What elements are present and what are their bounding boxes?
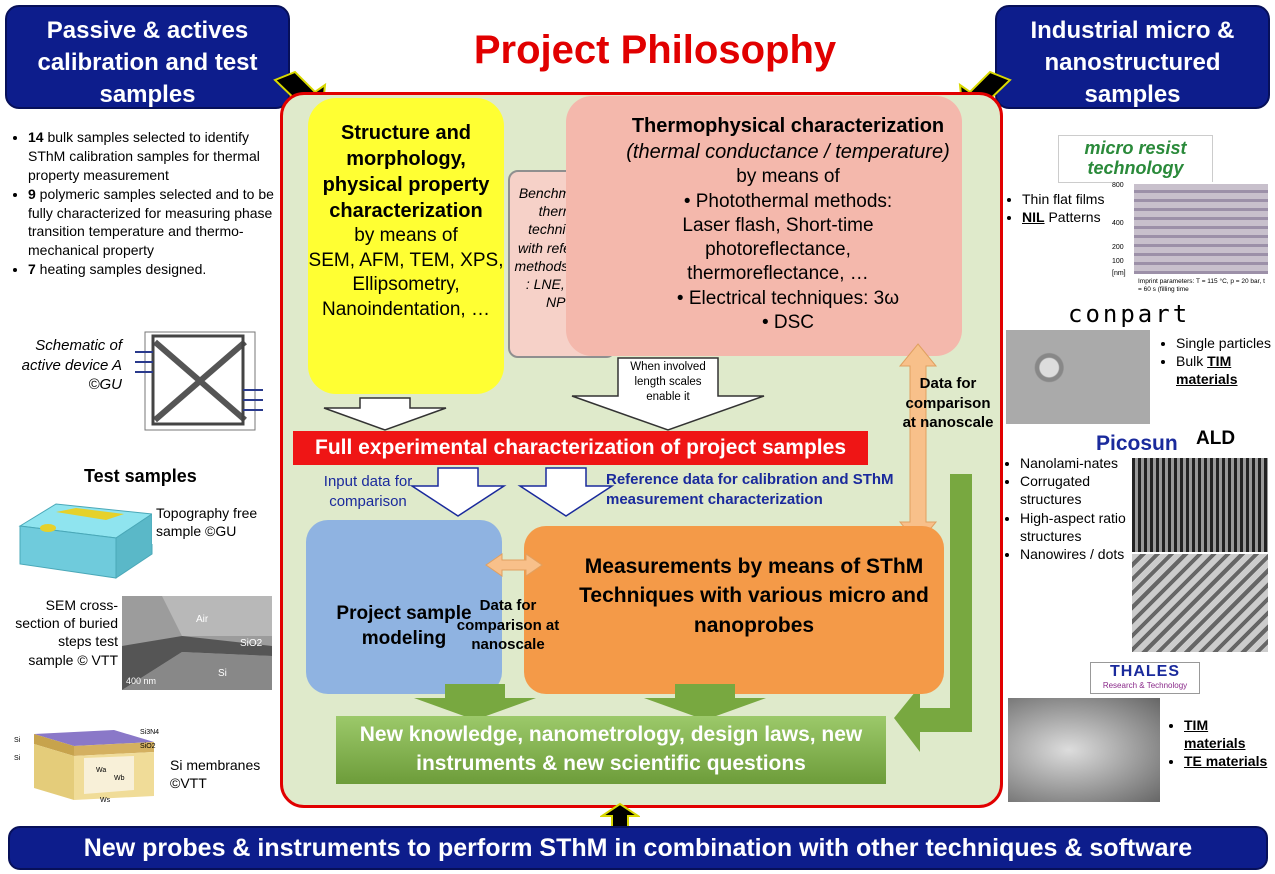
sem-caption: SEM cross-section of buried steps test s…	[15, 597, 118, 668]
ald-label: ALD	[1196, 428, 1236, 449]
passive-samples-box: Passive & actives calibration and test s…	[5, 5, 290, 109]
left-bullet-1: 14 bulk samples selected to identify STh…	[28, 128, 282, 185]
knowledge-bar: New knowledge, nanometrology, design law…	[336, 716, 886, 784]
nil-axis-unit: [nm]	[1112, 270, 1126, 277]
membrane-caption: Si membranes ©VTT	[170, 757, 261, 792]
thales-item-tim: TIM materials	[1184, 716, 1270, 752]
svg-text:Si: Si	[14, 737, 21, 744]
arrow-down-structure-icon	[323, 397, 447, 431]
thales-item-te: TE materials	[1184, 752, 1270, 770]
thales-logo-text: THALES	[1110, 663, 1180, 680]
arrow-down-input-icon	[409, 467, 507, 517]
thermo-bullet-photothermal: • Photothermal methods:	[683, 190, 893, 212]
thermo-bullet-dsc: • DSC	[761, 312, 815, 334]
green-arrow-right-icon	[894, 474, 972, 752]
ald-image-top	[1132, 458, 1268, 552]
structure-intro: by means of	[354, 225, 458, 246]
nil-axis-100: 100	[1112, 258, 1124, 265]
nil-axis-200: 200	[1112, 244, 1124, 251]
ald-image-bottom	[1132, 554, 1268, 652]
ald-item-nanolaminates: Nanolami-nates	[1020, 454, 1130, 472]
structure-methods: SEM, AFM, TEM, XPS, Ellipsometry, Nanoin…	[308, 249, 504, 321]
svg-text:Wa: Wa	[96, 767, 106, 774]
arrow-down-reference-icon	[517, 467, 615, 517]
left-bullet-list: 14 bulk samples selected to identify STh…	[12, 128, 282, 279]
conpart-particles-image	[1006, 330, 1150, 424]
svg-text:Si: Si	[218, 668, 227, 679]
thales-image	[1008, 698, 1160, 802]
thales-list: TIM materials TE materials	[1170, 716, 1270, 771]
data-comparison-center-label: Data for comparison at nanoscale	[456, 597, 560, 653]
svg-text:Ws: Ws	[100, 797, 111, 804]
modeling-box: Project sample modeling	[306, 520, 502, 694]
thermo-intro: by means of	[736, 166, 840, 188]
svg-text:Si3N4: Si3N4	[140, 729, 159, 736]
nil-patterns-image: 800 400 200 100 [nm] Imprint parameters:…	[1112, 182, 1270, 300]
green-arrow-down-right-icon	[644, 684, 766, 720]
structure-box: Structure and morphology, physical prope…	[308, 98, 504, 394]
svg-text:SiO2: SiO2	[240, 638, 263, 649]
sem-cross-section-image: Air SiO2 Si 400 nm	[122, 596, 272, 690]
topography-sample-image	[18, 503, 154, 579]
thales-logo: THALES Research & Technology	[1090, 662, 1200, 694]
thermo-subtitle: (thermal conductance / temperature)	[626, 140, 950, 163]
measurements-box: Measurements by means of SThM Techniques…	[524, 526, 944, 694]
mrt-item-films: Thin flat films	[1022, 190, 1106, 208]
conpart-item-single: Single particles	[1176, 334, 1272, 352]
page-title: Project Philosophy	[473, 28, 837, 72]
mrt-list: Thin flat films NIL Patterns	[1008, 190, 1106, 226]
bottom-banner: New probes & instruments to perform SThM…	[8, 826, 1268, 870]
test-samples-heading: Test samples	[84, 466, 197, 486]
thermophysical-box: Thermophysical characterization (thermal…	[566, 96, 962, 356]
arrow-down-thermo-icon	[571, 357, 765, 431]
nil-axis-400: 400	[1112, 220, 1124, 227]
conpart-logo: conpart	[1068, 300, 1191, 328]
data-comparison-right-label: Data for comparison at nanoscale	[902, 375, 994, 431]
conpart-item-bulk: Bulk TIM materials	[1176, 352, 1272, 388]
topography-caption: Topography free sample ©GU	[152, 500, 272, 545]
thermo-title: Thermophysical characterization	[631, 115, 945, 137]
thermo-photothermal-detail: Laser flash, Short-time photoreflectance…	[682, 214, 874, 285]
reference-data-label: Reference data for calibration and SThM …	[606, 471, 894, 509]
nil-axis-800: 800	[1112, 182, 1124, 189]
schematic-caption: Schematic of active device A ©GU	[21, 337, 122, 393]
si-membrane-image: Si Si Si3N4 SiO2 Wa Wb Ws	[14, 729, 159, 804]
input-data-label: Input data for comparison	[323, 473, 413, 510]
svg-text:Si: Si	[14, 755, 21, 762]
industrial-samples-box: Industrial micro & nanostructured sample…	[995, 5, 1270, 109]
ald-item-corrugated: Corrugated structures	[1020, 472, 1130, 508]
green-arrow-down-left-icon	[414, 684, 536, 720]
nil-pattern-stripes	[1134, 184, 1268, 274]
mrt-item-nil: NIL Patterns	[1022, 208, 1106, 226]
when-involved-label: When involved length scales enable it	[630, 361, 706, 403]
full-characterization-bar: Full experimental characterization of pr…	[293, 431, 868, 465]
svg-text:Wb: Wb	[114, 775, 125, 782]
conpart-list: Single particles Bulk TIM materials	[1162, 334, 1272, 389]
thermo-bullet-electrical: • Electrical techniques: 3ω	[676, 287, 900, 309]
svg-text:SiO2: SiO2	[140, 743, 156, 750]
structure-title: Structure and morphology, physical prope…	[322, 122, 490, 222]
ald-item-high-aspect: High-aspect ratio structures	[1020, 509, 1130, 545]
left-bullet-3: 7 heating samples designed.	[28, 260, 282, 279]
mrt-logo: micro resist technology	[1058, 135, 1213, 183]
ald-list: Nanolami-nates Corrugated structures Hig…	[1006, 454, 1130, 563]
double-arrow-horizontal-icon	[485, 553, 543, 577]
ald-item-nanowires: Nanowires / dots	[1020, 545, 1130, 563]
svg-text:Air: Air	[196, 614, 209, 625]
picosun-logo: Picosun	[1096, 428, 1178, 460]
active-device-schematic	[135, 331, 263, 431]
thales-logo-sub: Research & Technology	[1102, 681, 1188, 690]
svg-text:400 nm: 400 nm	[126, 676, 156, 686]
left-bullet-2: 9 polymeric samples selected and to be f…	[28, 185, 282, 261]
nil-params: Imprint parameters: T = 115 °C, p = 20 b…	[1138, 278, 1265, 293]
